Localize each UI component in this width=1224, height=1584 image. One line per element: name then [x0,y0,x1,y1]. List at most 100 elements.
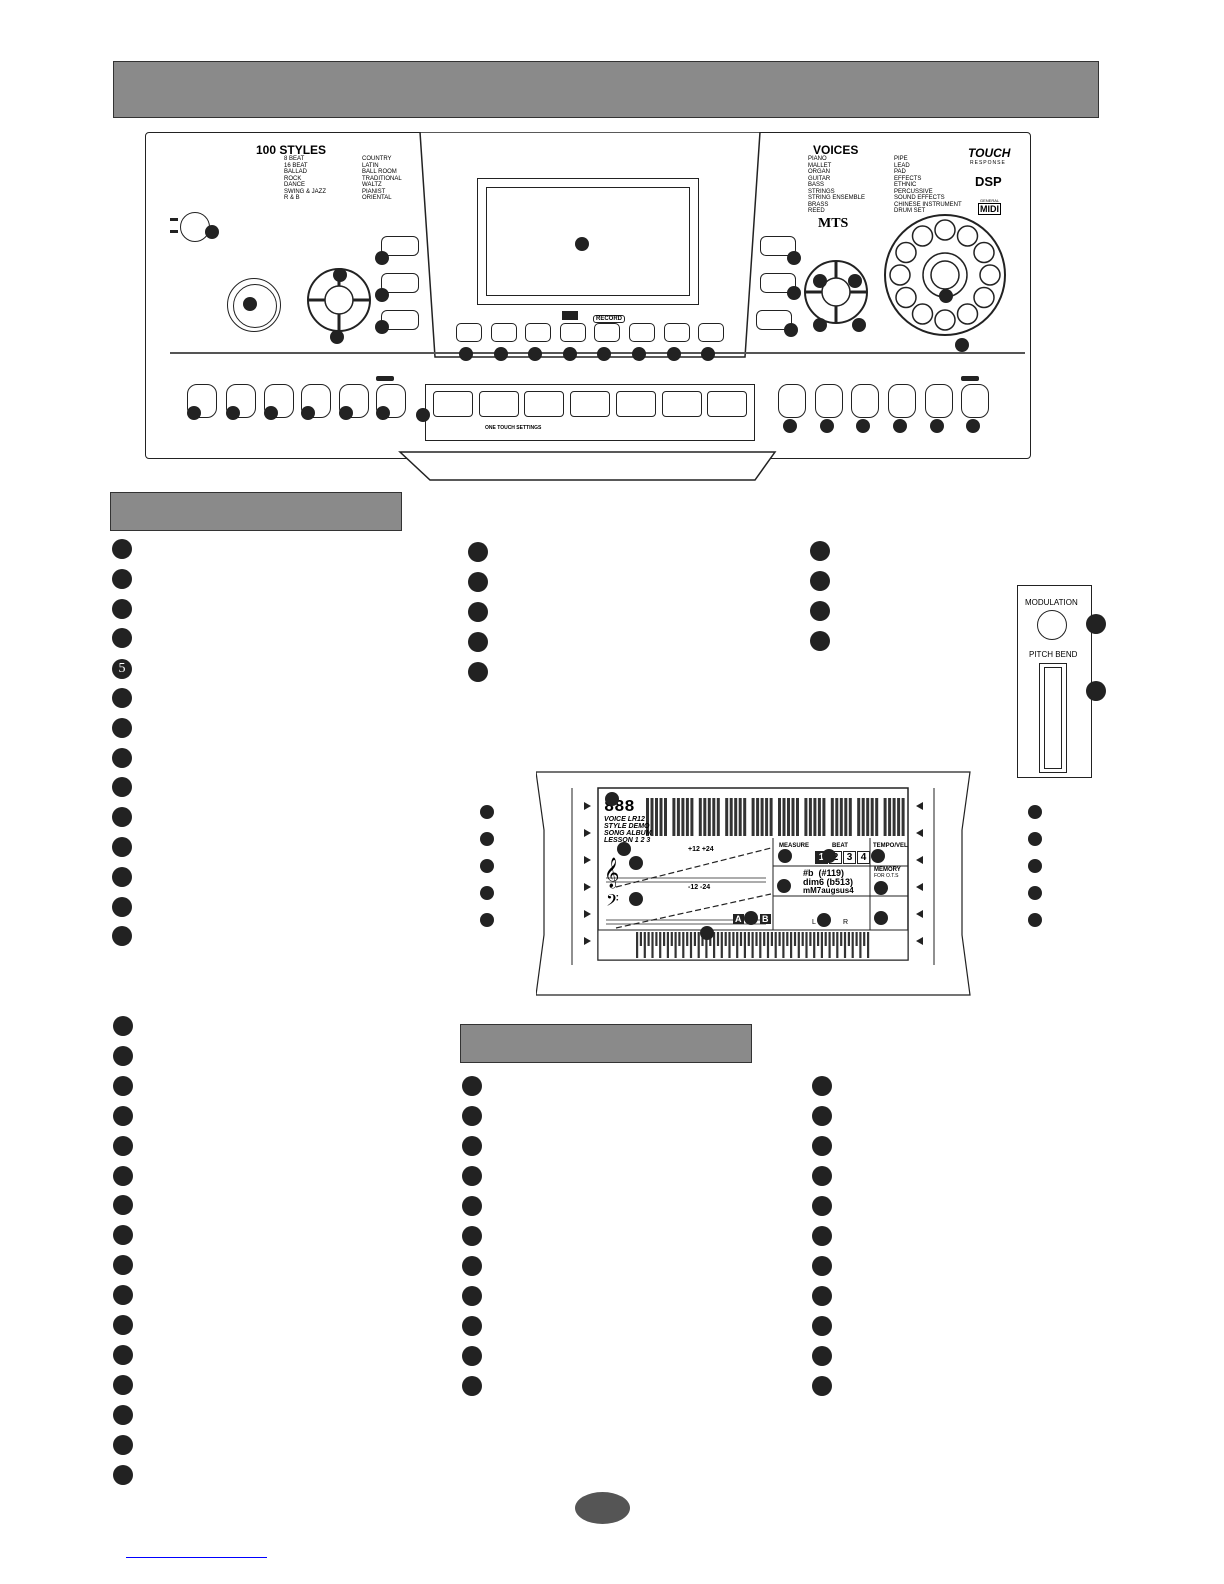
one-touch-button[interactable] [707,391,748,417]
lcd-key [843,932,847,958]
dial-voice-button[interactable] [934,219,956,241]
modulation-label: MODULATION [1025,598,1078,607]
lcd-key [801,932,804,946]
lcd-mode-item: VOICE LR12 [604,816,645,823]
lcd-key [786,932,789,946]
lcd-function-button[interactable] [629,323,655,342]
right-row-button[interactable] [815,384,843,418]
right-button-2[interactable] [760,273,796,293]
callout-lcd-10 [777,879,791,893]
callout-lcd-1 [605,792,619,806]
left-button-2[interactable] [381,273,419,293]
right-row-button[interactable] [851,384,879,418]
lcd-function-button[interactable] [663,323,690,342]
lcd-key [847,932,850,946]
lcd-ab-b: B [760,914,771,924]
dial-voice-button[interactable] [956,303,979,325]
right-row-button[interactable] [888,384,916,418]
left-dpad[interactable] [304,265,374,335]
lcd-key [716,932,720,946]
callout-lower-right [812,1376,832,1396]
lcd-key [832,932,835,946]
dial-voice-button[interactable] [934,309,956,331]
callout-lower-left [113,1016,133,1036]
lcd-diagram [536,771,971,996]
lcd-key [639,932,642,946]
one-touch-button[interactable] [661,391,702,417]
callout-lcd-button [493,347,508,361]
callout-upper-mid [468,602,488,622]
dial-voice-button[interactable] [895,241,917,264]
lcd-function-button[interactable] [525,323,552,342]
right-row-button[interactable] [925,384,953,418]
style-item: R & B [284,195,300,201]
lcd-dot-matrix-char [804,798,826,836]
lcd-measure-label: MEASURE [779,843,810,849]
display-housing [419,132,761,358]
callout-rdpad-b [848,274,862,288]
dial-voice-button[interactable] [979,264,1001,286]
callout-transport [339,406,353,420]
right-button-1[interactable] [760,236,796,256]
callout-lower-left [113,1105,133,1126]
voice-dial[interactable] [875,205,1015,345]
lcd-function-button[interactable] [594,323,621,342]
right-dpad[interactable] [800,256,872,328]
dial-voice-button[interactable] [956,225,979,247]
right-row-button[interactable] [778,384,806,418]
lcd-transpose-down: -12 -24 [688,884,711,891]
callout-lower-left [113,1045,133,1066]
lcd-key [686,932,689,946]
lcd-key [820,932,823,958]
lcd-key [743,932,746,958]
callout-lcd-side-right [1028,913,1042,927]
lcd-function-button[interactable] [559,323,586,342]
callout-lower-left [113,1075,133,1096]
dial-voice-button[interactable] [973,241,995,264]
lcd-key [836,932,839,958]
dial-voice-button[interactable] [895,286,917,309]
dial-voice-button[interactable] [889,264,911,286]
volume-knob-inner [233,284,277,328]
dial-voice-button[interactable] [911,225,934,247]
lcd-function-button[interactable] [698,323,725,342]
one-touch-button[interactable] [570,391,611,417]
lcd-dot-matrix-char [883,798,905,836]
lcd-arrow-icon [916,802,923,810]
lcd-key [751,932,754,958]
transport-button[interactable] [301,384,331,418]
lcd-key [813,932,816,958]
volume-knob[interactable] [227,278,281,332]
one-touch-button[interactable] [433,391,473,417]
one-touch-button[interactable] [524,391,565,417]
callout-lower-left [113,1195,133,1216]
lcd-key [651,932,654,958]
lcd-key [797,932,800,958]
pitch-bend-wheel[interactable] [1039,663,1067,773]
callout-right-3 [784,323,798,337]
modulation-wheel[interactable] [1037,610,1067,640]
lcd-key [663,932,666,946]
callout-lower-mid [462,1106,482,1126]
callout-lower-left [113,1135,133,1156]
lcd-function-button[interactable] [490,323,517,342]
lcd-arrow-icon [584,802,591,810]
dial-voice-button[interactable] [973,286,995,309]
lcd-key [736,932,739,958]
one-touch-button[interactable] [615,391,656,417]
voice-item: BASS [808,182,825,188]
left-button-1[interactable] [381,236,419,256]
callout-lcd-8 [822,849,836,863]
dial-voice-button[interactable] [911,303,934,325]
one-touch-button[interactable] [478,391,519,417]
right-button-3[interactable] [756,310,792,330]
callout-lower-mid [462,1346,482,1366]
lcd-transpose-up: +12 +24 [688,846,714,853]
lcd-key [817,932,820,946]
callout-lower-right [812,1226,832,1246]
callout-right-row [966,419,980,433]
pitch-bend-inner [1044,667,1062,769]
section-bar-2 [460,1024,752,1063]
lcd-function-button[interactable] [456,323,482,342]
right-row-button[interactable] [961,384,989,418]
